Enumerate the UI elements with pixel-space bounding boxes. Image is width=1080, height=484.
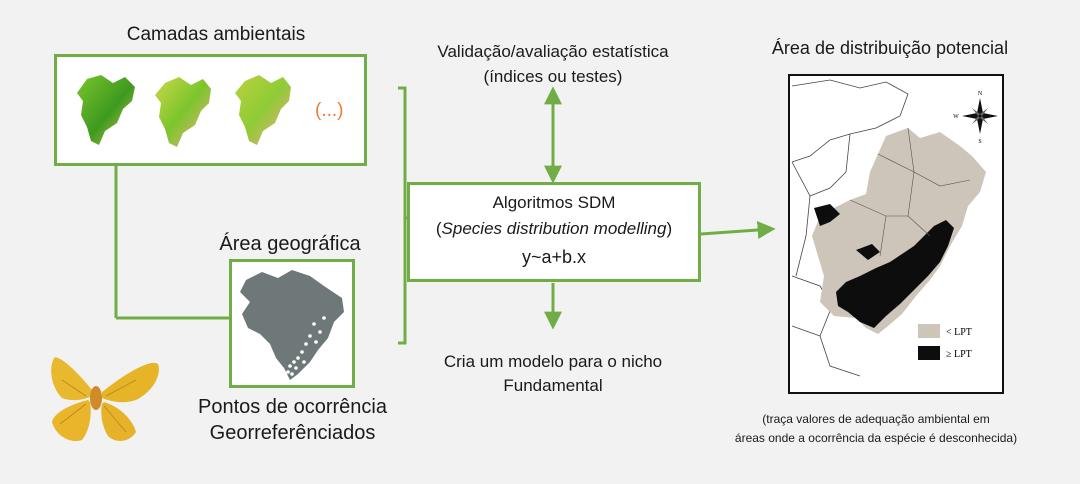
compass-rose: N S W E	[953, 91, 1006, 145]
layer-map-1	[77, 75, 135, 145]
suitability-high-area	[836, 220, 954, 328]
input-bracket	[398, 86, 407, 345]
points-title-line1: Pontos de ocorrência	[197, 396, 387, 418]
validation-line2: (índices ou testes)	[483, 67, 623, 86]
points-title-line2: Georreferênciados	[209, 422, 376, 444]
moth-wing-left-lower	[52, 400, 91, 442]
validation-line1: Validação/avaliação estatística	[437, 42, 669, 61]
geo-area-title: Área geográfica	[219, 233, 361, 255]
distribution-title: Área de distribuição potencial	[771, 38, 1009, 58]
niche-line2: Fundamental	[503, 376, 603, 395]
algorithm-formula: y~a+b.x	[521, 247, 587, 267]
algorithm-subtitle: Species distribution modelling	[441, 219, 667, 238]
layers-ellipsis: (...)	[315, 100, 344, 121]
algorithm-title: Algoritmos SDM	[492, 193, 616, 212]
brazil-shape	[240, 270, 344, 380]
legend-low-label: < LPT	[946, 327, 972, 338]
occurrence-points	[286, 316, 326, 376]
moth-illustration	[51, 357, 159, 442]
compass-n: N	[978, 91, 983, 97]
moth-body	[90, 386, 102, 410]
layers-title: Camadas ambientais	[126, 24, 306, 45]
layer-map-2	[155, 77, 211, 147]
algorithm-subtitle-line: (Species distribution modelling)	[410, 219, 698, 239]
note-line2: áreas onde a ocorrência da espécie é des…	[734, 431, 1018, 445]
arrow-output	[700, 221, 776, 239]
geo-area-box	[229, 259, 355, 388]
moth-wing-right-lower	[101, 402, 136, 441]
moth-wing-left-upper	[51, 357, 92, 401]
niche-line1: Cria um modelo para o nicho	[443, 352, 663, 371]
algorithm-paren-open: (	[435, 219, 442, 238]
layer-maps	[77, 75, 291, 147]
layer-map-3	[235, 75, 291, 145]
compass-s: S	[978, 139, 981, 145]
brazil-points-map	[240, 270, 344, 380]
note-line1: (traça valores de adequação ambiental em	[762, 412, 990, 426]
algorithm-box: Algoritmos SDM (Species distribution mod…	[407, 182, 701, 282]
layers-box: (...)	[54, 54, 367, 166]
legend-high-swatch	[918, 346, 940, 360]
moth-wing-right-upper	[102, 362, 159, 403]
distribution-map: N S W E < LPT ≥ LPT	[791, 79, 1006, 377]
legend-low-swatch	[918, 324, 940, 338]
compass-w: W	[953, 114, 959, 120]
legend-high-label: ≥ LPT	[946, 349, 972, 360]
algorithm-paren-close: )	[666, 219, 673, 238]
distribution-map-frame: N S W E < LPT ≥ LPT	[788, 74, 1006, 394]
